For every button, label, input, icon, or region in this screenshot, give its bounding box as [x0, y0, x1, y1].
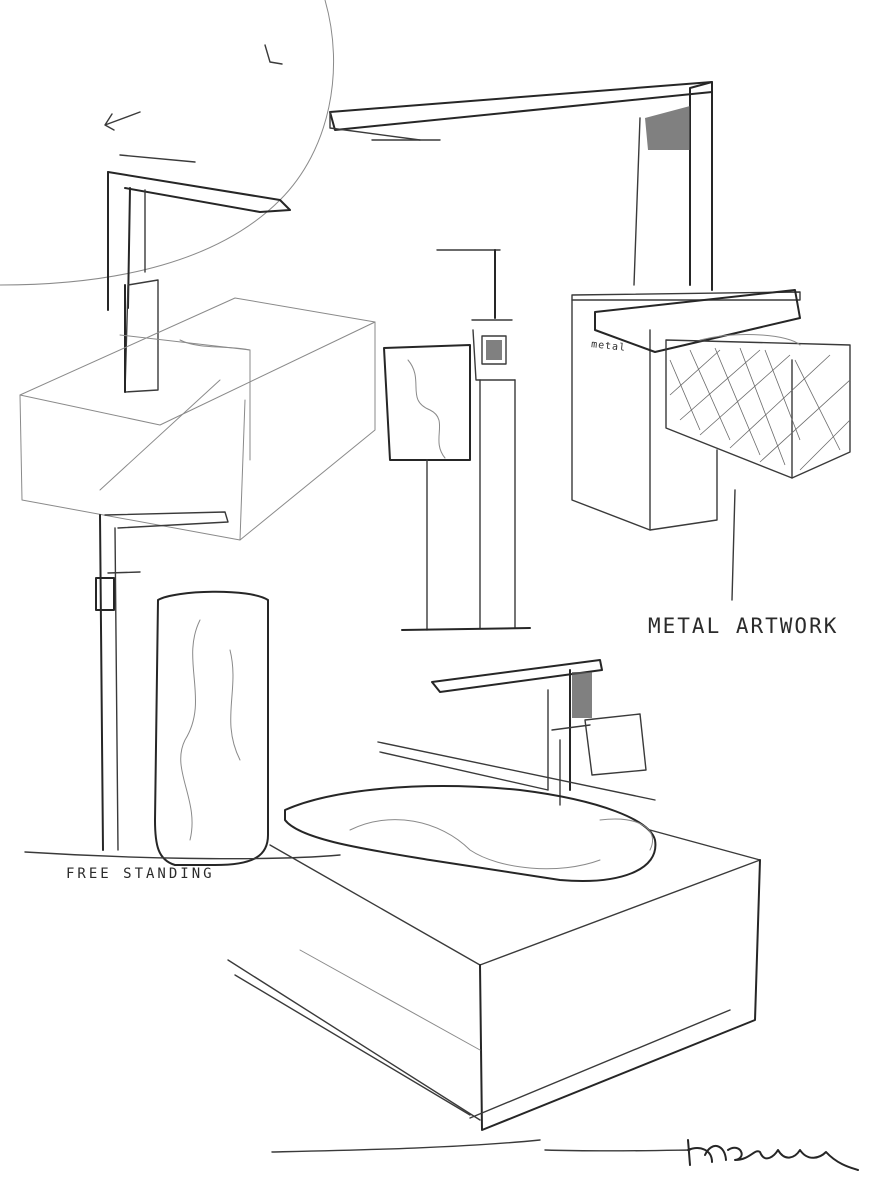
metal-artwork-label: METAL ARTWORK	[648, 614, 839, 638]
signature-mark	[271, 1139, 859, 1171]
guide-arc	[0, 0, 335, 286]
center-faucet-sketch	[383, 249, 531, 631]
tick-mark	[264, 44, 283, 65]
free-standing-label: FREE STANDING	[66, 866, 215, 882]
wall-faucet-sketch	[19, 154, 376, 541]
freestanding-pedestal-sketch	[24, 511, 341, 866]
bathtub-sketch	[227, 659, 761, 1131]
direction-arrow	[104, 111, 141, 131]
metal-artwork-faucet	[329, 81, 851, 601]
